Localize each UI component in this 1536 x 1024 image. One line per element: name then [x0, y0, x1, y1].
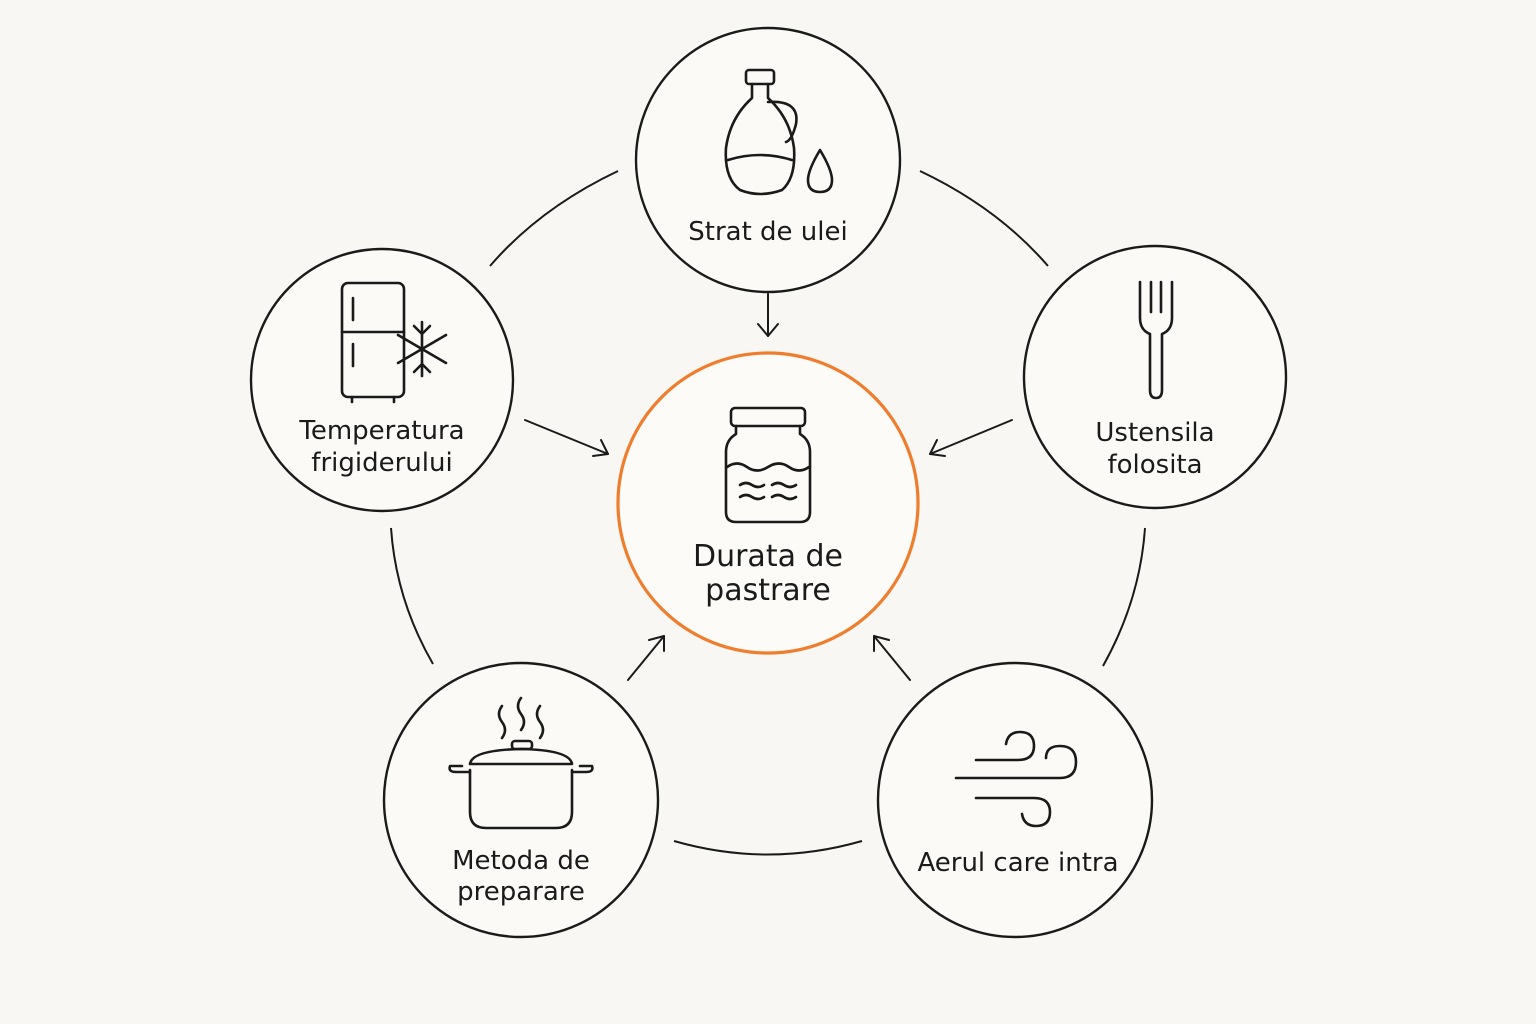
- factor-label-fridge-line2: frigiderului: [311, 448, 452, 478]
- factor-node-method: Metoda de preparare: [382, 661, 660, 939]
- connector-oil-utensil: [919, 170, 1049, 267]
- arrow-fridge-to-center: [524, 419, 609, 457]
- ring-connectors: [390, 170, 1146, 856]
- wind-icon: [954, 730, 1078, 828]
- connector-method-fridge: [390, 527, 434, 665]
- factor-label-oil-line1: Strat de ulei: [688, 217, 847, 247]
- factor-node-utensil: Ustensila folosita: [1022, 244, 1288, 510]
- center-node: Durata de pastrare: [616, 351, 920, 655]
- connector-fridge-oil: [489, 170, 619, 267]
- cooking-pot-icon: [448, 696, 594, 830]
- factor-node-utensil-circle: [1022, 244, 1288, 510]
- factor-node-fridge-circle: [249, 247, 515, 513]
- arrow-air-to-center: [873, 635, 911, 681]
- factor-node-air-circle: [876, 661, 1154, 939]
- factor-label-fridge-line1: Temperatura: [298, 416, 464, 446]
- connector-utensil-air: [1102, 527, 1146, 667]
- factor-label-method-line1: Metoda de: [452, 846, 590, 876]
- fridge-snowflake-icon: [340, 281, 448, 404]
- factor-node-oil-circle: [634, 26, 902, 294]
- factor-node-air: Aerul care intra: [876, 661, 1154, 939]
- factor-node-oil: Strat de ulei: [634, 26, 902, 294]
- connector-air-method: [673, 840, 863, 856]
- factor-label-method-line2: preparare: [457, 877, 585, 907]
- arrow-method-to-center: [627, 635, 665, 681]
- arrow-oil-to-center: [757, 293, 779, 337]
- factor-node-method-circle: [382, 661, 660, 939]
- factor-label-utensil-line2: folosita: [1107, 450, 1202, 480]
- factor-label-air-line1: Aerul care intra: [917, 848, 1118, 878]
- jar-icon: [724, 406, 812, 524]
- oil-bottle-icon: [724, 68, 834, 196]
- center-label-line2: pastrare: [705, 573, 831, 608]
- arrow-utensil-to-center: [929, 419, 1013, 457]
- factor-node-fridge: Temperatura frigiderului: [249, 247, 515, 513]
- center-node-circle: [616, 351, 920, 655]
- factor-label-utensil-line1: Ustensila: [1095, 418, 1214, 448]
- fork-icon: [1138, 280, 1174, 400]
- arrows-to-center: [524, 293, 1013, 681]
- center-label-line1: Durata de: [693, 539, 843, 574]
